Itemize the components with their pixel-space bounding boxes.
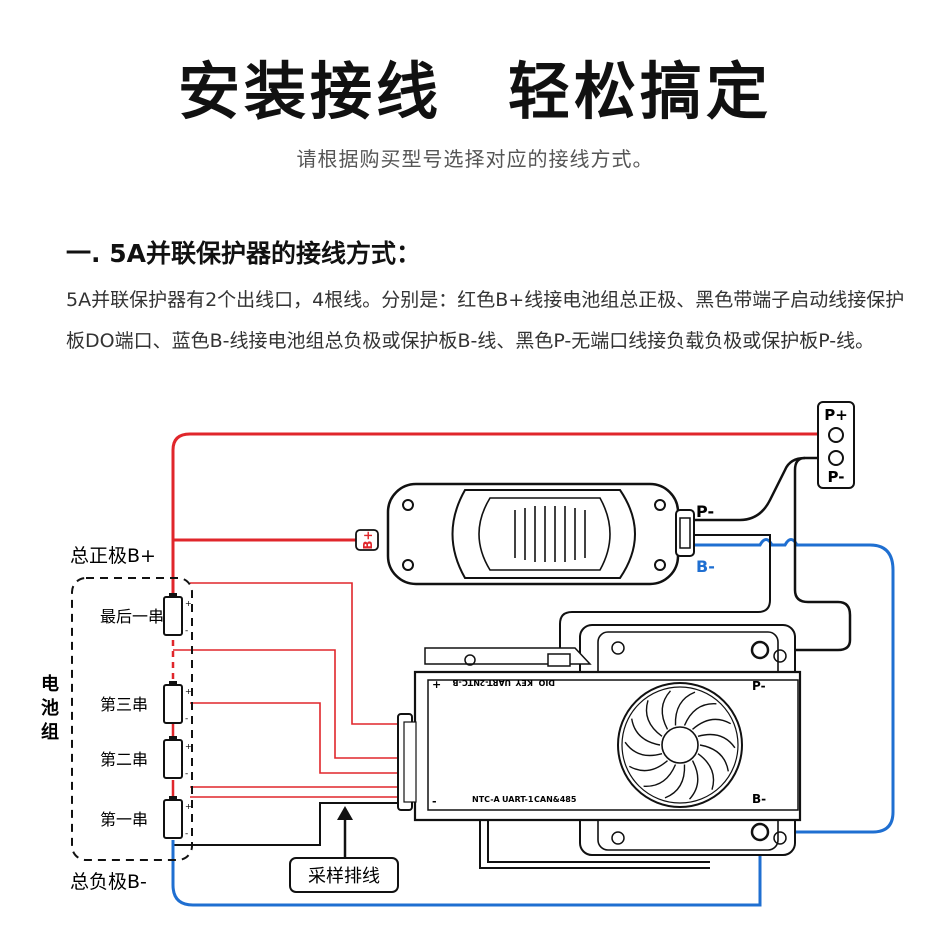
fan-blade — [631, 718, 661, 746]
fan-blade — [624, 741, 663, 757]
fan-blade — [628, 760, 668, 772]
cell-minus-label: - — [185, 714, 188, 724]
fan-blade — [683, 703, 717, 726]
bms-do-connector — [547, 653, 571, 667]
cell-minus-label: - — [185, 626, 188, 636]
bms-pminus-terminal — [750, 640, 770, 660]
black-sampling-wire — [173, 802, 400, 846]
svg-text:UART-1: UART-1 — [502, 795, 534, 804]
cell-label: 第二串 — [100, 750, 148, 769]
fan-blade — [692, 718, 732, 730]
battery-cells: + - 最后一串 + - 第三串 + - 第二串 + - 第一串 — [100, 593, 192, 839]
battery-pack-label: 电池组 — [41, 673, 59, 743]
battery-cell: + - 第二串 — [100, 736, 192, 779]
cell-label: 第三串 — [100, 695, 148, 714]
sampling-label-box — [289, 857, 399, 893]
cell-label: 第一串 — [100, 810, 148, 829]
fan-blade — [697, 733, 736, 749]
terminal-p-plus-label: P+ — [824, 406, 848, 424]
fan-blade — [699, 744, 729, 772]
protector-pminus-label: P- — [696, 502, 714, 521]
fan-blade — [697, 753, 715, 790]
terminal-p-minus — [828, 450, 844, 466]
terminal-p-plus — [828, 427, 844, 443]
blue-bminus-wire — [171, 830, 762, 907]
bms-bminus-terminal — [750, 822, 770, 842]
svg-text:NTC-B: NTC-B — [452, 678, 480, 687]
page-title: 安装接线 轻松搞定 — [177, 55, 772, 128]
svg-text:KEY: KEY — [515, 678, 533, 687]
bms-minus-label: - — [432, 795, 437, 808]
battery-cell: + - 第一串 — [100, 796, 192, 839]
cell-label: 最后一串 — [100, 607, 164, 626]
sampling-label: 采样排线 — [308, 866, 380, 887]
fan-blade — [643, 764, 677, 787]
cell-plus-label: + — [185, 742, 192, 751]
black-pminus-bms-wire — [760, 456, 852, 652]
svg-text:CAN&485: CAN&485 — [534, 795, 577, 804]
fan-blade — [661, 690, 672, 730]
sampling-wires — [173, 582, 400, 798]
red-bplus-wire — [171, 432, 820, 597]
bms-port-labels-bottom: NTC-A UART-1 CAN&485 — [472, 795, 577, 804]
black-do-wire — [559, 534, 771, 658]
bms-board — [413, 624, 802, 856]
parallel-protector — [386, 482, 695, 586]
protector-bminus-label: B- — [696, 557, 715, 576]
fan-blade — [688, 760, 699, 800]
terminal-p-minus-label: P- — [828, 468, 845, 486]
total-negative-label: 总负极B- — [70, 871, 147, 893]
cell-plus-label: + — [185, 802, 192, 811]
fan-blade — [664, 764, 686, 799]
protector-bplus-label: B+ — [361, 530, 375, 549]
battery-cell: + - 最后一串 — [100, 593, 192, 636]
fan-blade — [674, 691, 696, 726]
page-subtitle: 请根据购买型号选择对应的接线方式。 — [296, 147, 654, 171]
cell-minus-label: - — [185, 829, 188, 839]
svg-text:UART-2: UART-2 — [480, 678, 511, 687]
svg-text:DIO: DIO — [538, 678, 555, 687]
svg-text:NTC-A: NTC-A — [472, 795, 501, 804]
bplus-connector — [355, 529, 379, 551]
cell-plus-label: + — [185, 599, 192, 608]
section-description: 5A并联保护器有2个出线口，4根线。分别是：红色B+线接电池组总正极、黑色带端子… — [66, 289, 905, 352]
bms-plus-label: + — [432, 678, 441, 691]
output-terminal-block — [817, 401, 855, 489]
cell-plus-label: + — [185, 687, 192, 696]
black-ntc-wires — [479, 810, 710, 869]
battery-pack-outline — [71, 577, 193, 861]
section-title: 一. 5A并联保护器的接线方式： — [66, 239, 421, 268]
bms-port-labels-top: DIO KEY UART-2 NTC-B — [452, 678, 555, 687]
battery-cell: + - 第三串 — [100, 681, 192, 724]
total-positive-label: 总正极B+ — [70, 545, 156, 567]
bms-bminus-label: B- — [752, 792, 766, 806]
fan-blade — [645, 700, 663, 737]
cell-minus-label: - — [185, 769, 188, 779]
bms-pminus-label: P- — [752, 679, 766, 693]
blue-protector-wire — [693, 538, 895, 834]
